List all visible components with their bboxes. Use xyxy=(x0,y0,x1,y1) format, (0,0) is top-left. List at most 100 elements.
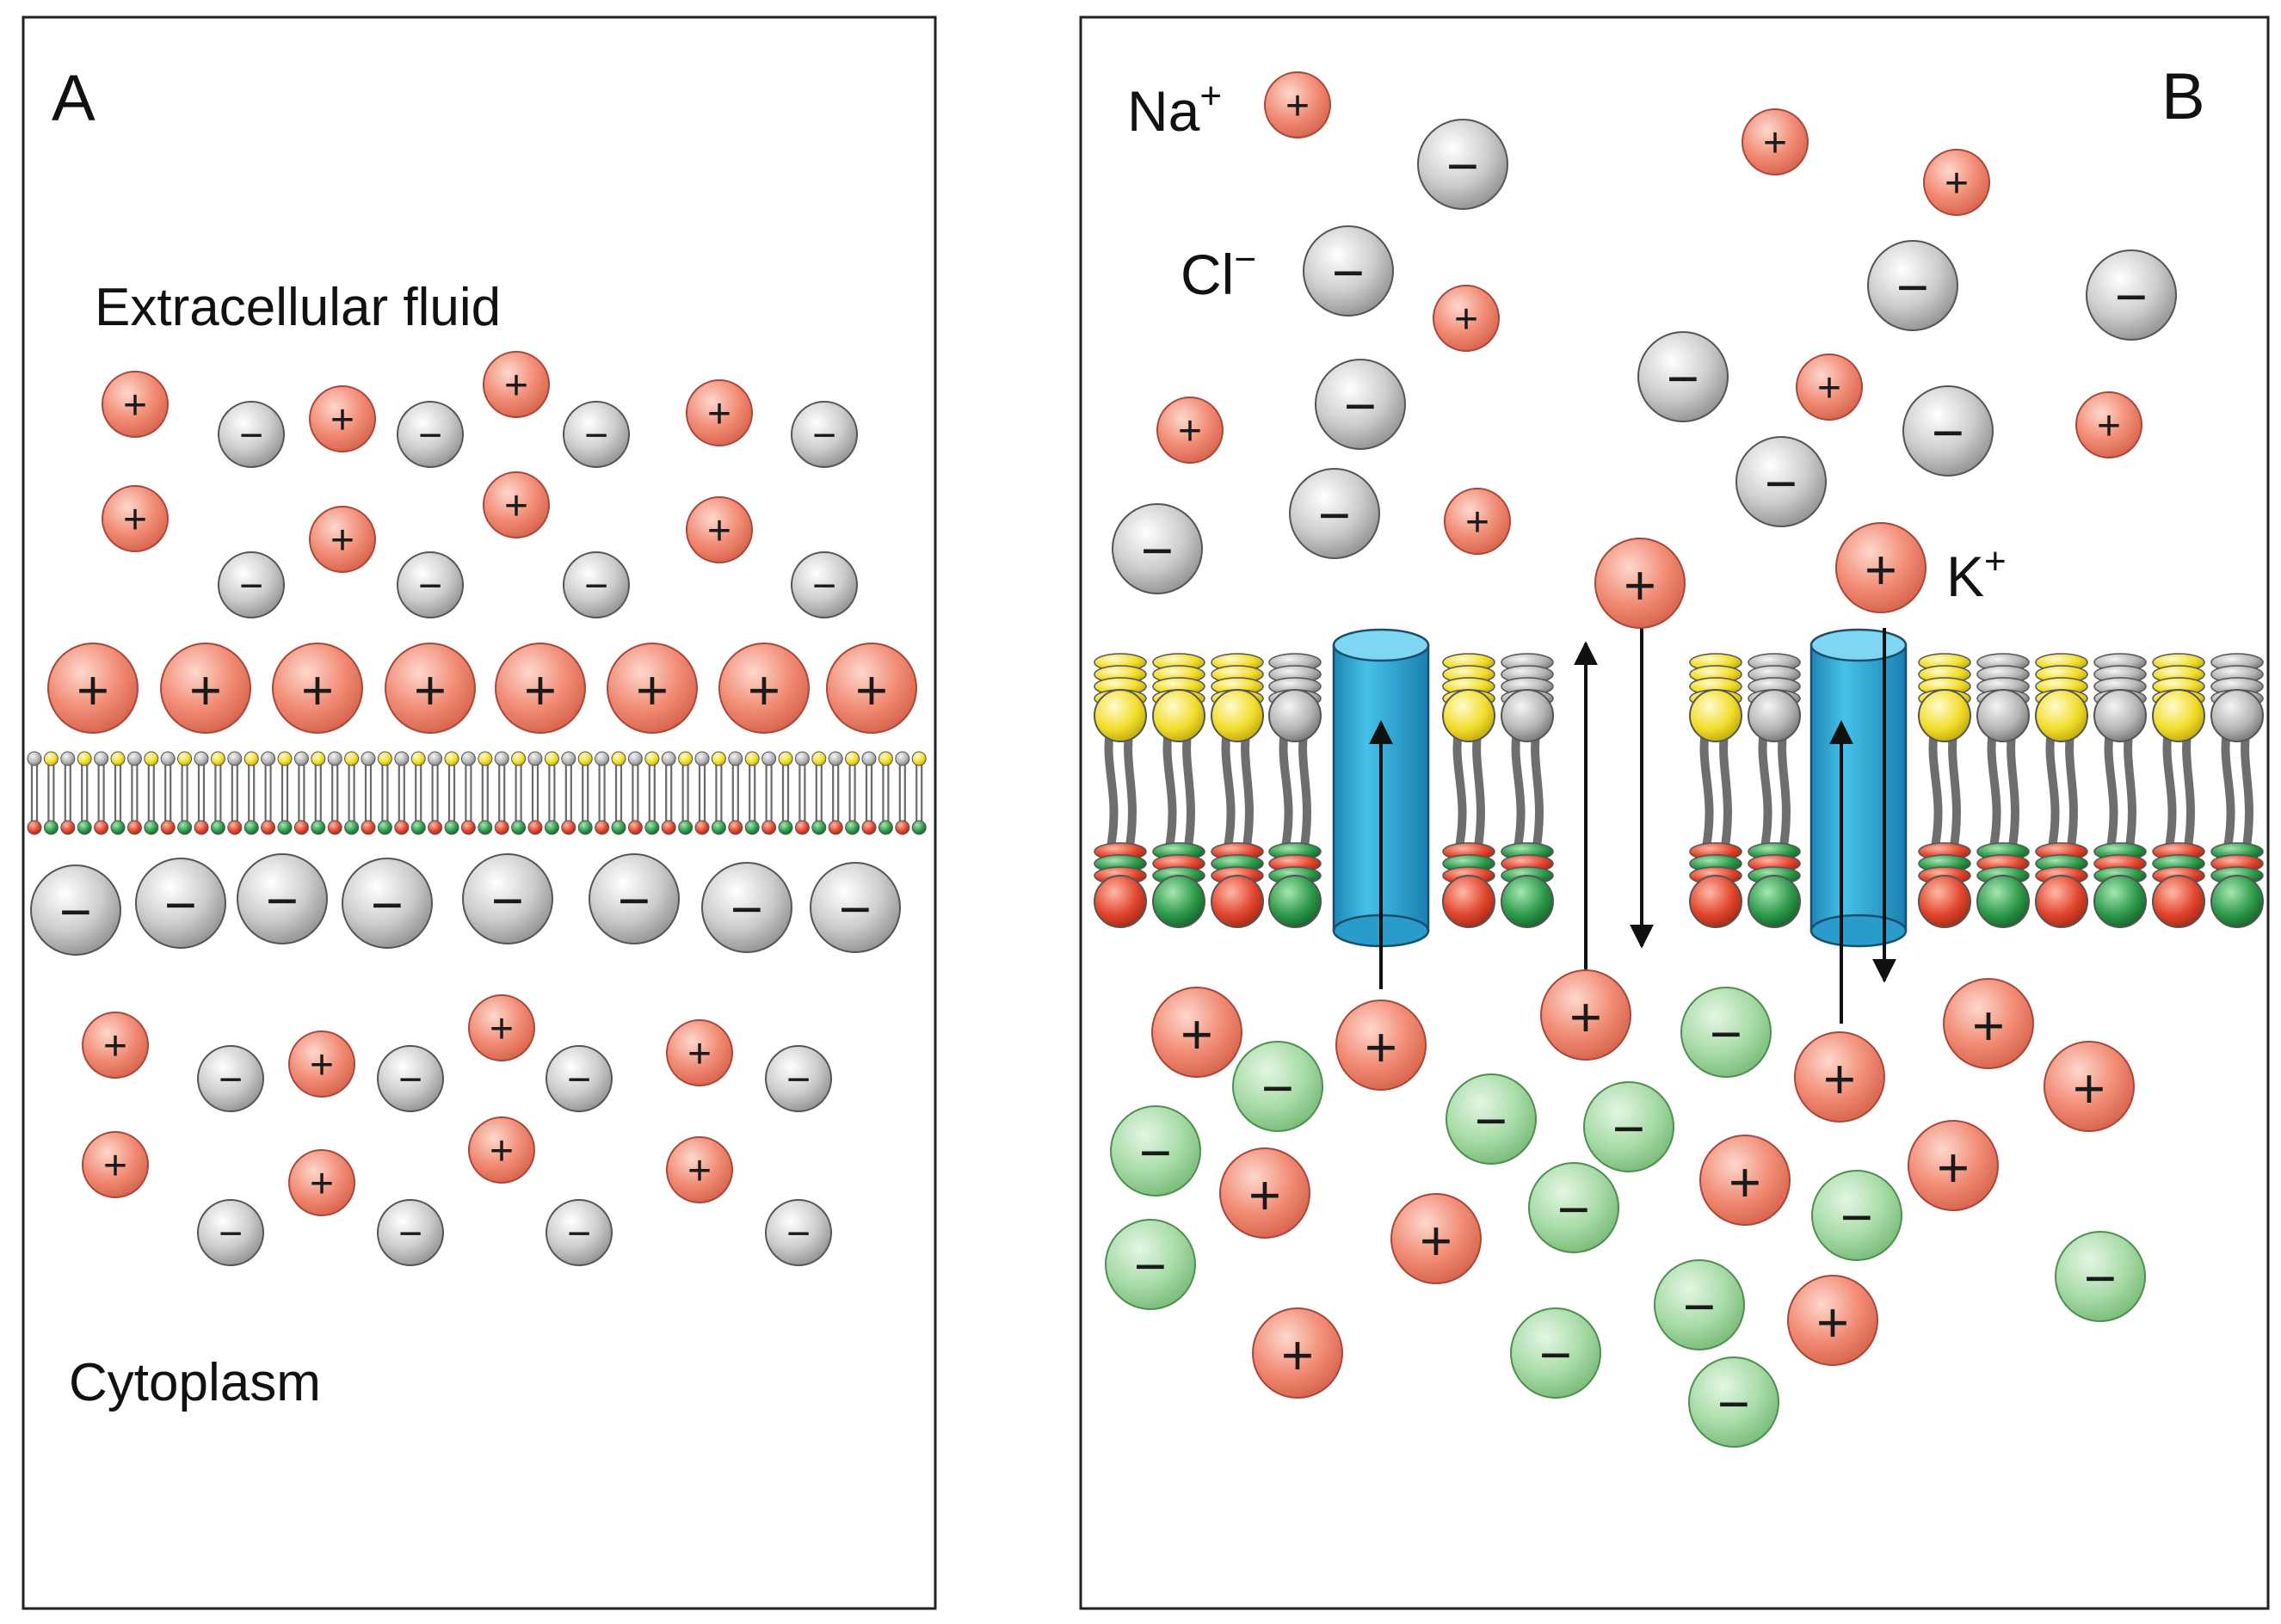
lipid-head-inner xyxy=(811,820,827,835)
lipid-head-outer xyxy=(77,751,92,766)
lipid-head-outer xyxy=(1094,689,1147,742)
membrane-anion-sign: − xyxy=(731,878,763,941)
membrane-anion-sign: − xyxy=(839,878,872,941)
cytoplasm-anion-body xyxy=(765,1045,832,1112)
extracellular-anion: − xyxy=(563,401,630,468)
lipid-head-outer xyxy=(678,751,694,766)
cytoplasm-cation-sign: + xyxy=(1816,1291,1849,1354)
cytoplasm-cation-body xyxy=(1943,978,2034,1069)
cytoplasm-anion-body xyxy=(1232,1041,1323,1132)
extracellular-cation-body xyxy=(1444,488,1511,555)
lipid-head-outer xyxy=(728,751,743,766)
lipid-head-outer xyxy=(527,751,543,766)
lipid-head-outer xyxy=(160,751,176,766)
extracellular-cation-sign: + xyxy=(707,391,731,437)
extracellular-anion-body xyxy=(791,401,858,468)
membrane-cation: + xyxy=(47,643,139,734)
extracellular-anion-body xyxy=(563,551,630,618)
extracellular-cation-sign: + xyxy=(1178,409,1202,454)
cytoplasm-anion-body xyxy=(377,1045,444,1112)
cytoplasm-anion-sign: − xyxy=(1612,1098,1645,1160)
cytoplasm-cation-body xyxy=(2044,1041,2135,1132)
cytoplasm-cation-sign: + xyxy=(1729,1151,1761,1214)
extracellular-cation: + xyxy=(1742,108,1809,175)
cytoplasm-cation-sign: + xyxy=(1569,986,1602,1049)
extracellular-anion-body xyxy=(563,401,630,468)
lipid-head-outer xyxy=(361,751,376,766)
panel-a-lipid-bilayer xyxy=(27,751,927,835)
cytoplasm-anion-body xyxy=(1446,1073,1537,1165)
lipid-head-inner xyxy=(1748,875,1801,928)
chloride-label: Cl− xyxy=(1181,238,1256,306)
lipid-head-inner xyxy=(794,820,810,835)
extracellular-anion-sign: − xyxy=(418,413,442,458)
extracellular-anion-sign: − xyxy=(1446,135,1479,198)
cytoplasm-cation: + xyxy=(82,1131,149,1198)
phospholipid xyxy=(1268,653,1322,928)
panel-b-ions: ++++++++−−−−−−−−−−++++++++++++++−−−−−−−−… xyxy=(1105,71,2177,1448)
cytoplasm-anion-body xyxy=(546,1045,613,1112)
cytoplasm-cation: + xyxy=(2044,1041,2135,1132)
cytoplasm-cation: + xyxy=(1252,1307,1343,1399)
cytoplasm-cation: + xyxy=(1540,969,1631,1061)
cytoplasm-cation: + xyxy=(1390,1193,1482,1284)
sodium-symbol: Na xyxy=(1127,79,1200,143)
extracellular-anion: − xyxy=(1417,119,1508,210)
lipid-head-outer xyxy=(611,751,626,766)
cytoplasm-cation-body xyxy=(82,1131,149,1198)
membrane-anion-body xyxy=(810,862,901,953)
membrane-anion-sign: − xyxy=(59,881,92,944)
extracellular-cation-body xyxy=(102,371,169,438)
cytoplasm-anion: − xyxy=(1510,1307,1601,1399)
lipid-head-outer xyxy=(1442,689,1495,742)
lipid-tail xyxy=(1511,718,1526,856)
extracellular-anion: − xyxy=(791,551,858,618)
lipid-head-inner xyxy=(694,820,710,835)
cytoplasm-cation-sign: + xyxy=(1420,1209,1452,1272)
lipid-head-inner xyxy=(1268,875,1322,928)
lipid-tail xyxy=(1104,718,1119,856)
lipid-tail xyxy=(1758,718,1772,856)
cytoplasm-label: Cytoplasm xyxy=(69,1353,321,1412)
phospholipid xyxy=(1442,653,1495,928)
extracellular-anion: − xyxy=(1735,436,1827,527)
cytoplasm-cation: + xyxy=(666,1019,733,1086)
lipid-head-inner xyxy=(627,820,643,835)
potassium-ion-sign: + xyxy=(1624,554,1656,617)
lipid-tail xyxy=(2124,718,2136,856)
cytoplasm-anion-sign: − xyxy=(1475,1090,1507,1153)
lipid-head-outer xyxy=(627,751,643,766)
membrane-cation: + xyxy=(385,643,476,734)
chloride-symbol: Cl xyxy=(1181,243,1234,306)
cytoplasm-cation: + xyxy=(288,1030,355,1098)
lipid-head-outer xyxy=(293,751,309,766)
lipid-head-inner xyxy=(410,820,426,835)
membrane-cation: + xyxy=(272,643,363,734)
extracellular-anion-sign: − xyxy=(1932,402,1964,464)
lipid-head-inner xyxy=(43,820,59,835)
cytoplasm-cation: + xyxy=(1699,1135,1791,1226)
lipid-head-outer xyxy=(1689,689,1742,742)
extracellular-cation-sign: + xyxy=(1285,83,1310,129)
cytoplasm-cation: + xyxy=(666,1136,733,1203)
membrane-anion-body xyxy=(342,858,433,949)
lipid-head-inner xyxy=(144,820,159,835)
membrane-anion-sign: − xyxy=(164,874,197,937)
cytoplasm-cation-sign: + xyxy=(310,1161,334,1207)
cytoplasm-cation-sign: + xyxy=(687,1148,712,1194)
cytoplasm-anion-body xyxy=(765,1199,832,1266)
membrane-anion-sign: − xyxy=(618,870,650,932)
extracellular-anion: − xyxy=(1315,359,1406,450)
lipid-head-inner xyxy=(261,820,276,835)
lipid-head-inner xyxy=(244,820,259,835)
lipid-head-inner xyxy=(561,820,576,835)
lipid-head-inner xyxy=(460,820,476,835)
extracellular-anion-sign: − xyxy=(812,413,836,458)
cytoplasm-cation: + xyxy=(1908,1120,1999,1211)
lipid-head-inner xyxy=(478,820,493,835)
cytoplasm-anion-sign: − xyxy=(1840,1186,1873,1249)
lipid-head-outer xyxy=(227,751,243,766)
lipid-tail xyxy=(1987,718,2001,856)
cytoplasm-anion-sign: − xyxy=(219,1211,243,1257)
extracellular-anion: − xyxy=(1289,468,1380,559)
